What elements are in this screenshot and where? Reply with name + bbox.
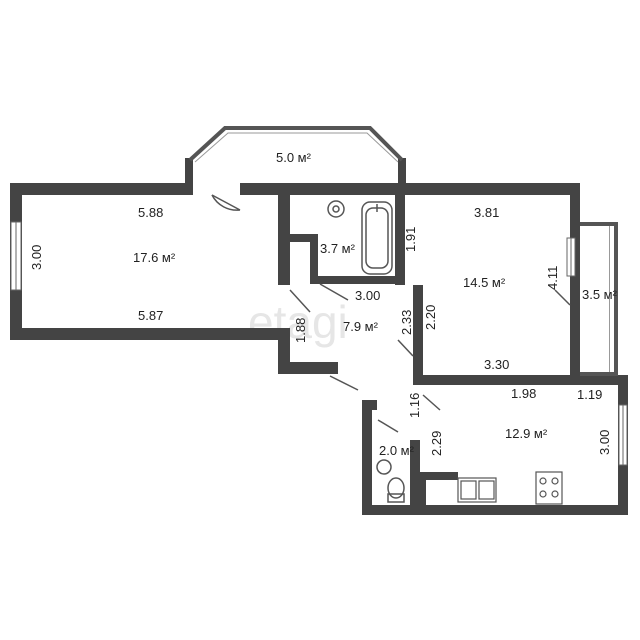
- balcony-top: [188, 126, 404, 162]
- hall-right: 2.33: [399, 310, 414, 335]
- balcony-top-area: 5.0 м²: [276, 150, 312, 165]
- kitchen-width-top-right: 1.19: [577, 387, 602, 402]
- balcony-right: [580, 222, 618, 376]
- kitchen-sink-icon: [457, 477, 497, 503]
- toilet-side: 2.29: [429, 431, 444, 456]
- bedroom-left: 2.20: [423, 305, 438, 330]
- living-height: 3.00: [29, 245, 44, 270]
- doors: [211, 194, 571, 433]
- hall-area: 7.9 м²: [343, 319, 379, 334]
- bedroom-right: 4.11: [545, 266, 560, 290]
- living-width-top: 5.88: [138, 205, 163, 220]
- balcony-right-area: 3.5 м²: [582, 287, 618, 302]
- living-area: 17.6 м²: [133, 250, 176, 265]
- bathroom-side: 1.91: [403, 227, 418, 252]
- toilet-icon: [376, 459, 405, 503]
- sink-icon: [327, 200, 345, 218]
- stove-icon: [535, 471, 563, 505]
- hall-width: 3.00: [355, 288, 380, 303]
- bedroom-width-bottom: 3.30: [484, 357, 509, 372]
- walls: [10, 158, 628, 515]
- toilet-area: 2.0 м²: [379, 443, 415, 458]
- bedroom-area: 14.5 м²: [463, 275, 506, 290]
- bedroom-width-top: 3.81: [474, 205, 499, 220]
- corridor-side: 1.16: [407, 393, 422, 418]
- hall-left: 1.88: [293, 318, 308, 343]
- kitchen-width-top: 1.98: [511, 386, 536, 401]
- kitchen-right: 3.00: [597, 430, 612, 455]
- bathtub: [361, 201, 393, 275]
- living-width-bottom: 5.87: [138, 308, 163, 323]
- kitchen-area: 12.9 м²: [505, 426, 548, 441]
- windows: [10, 221, 628, 466]
- bathroom-area: 3.7 м²: [320, 241, 356, 256]
